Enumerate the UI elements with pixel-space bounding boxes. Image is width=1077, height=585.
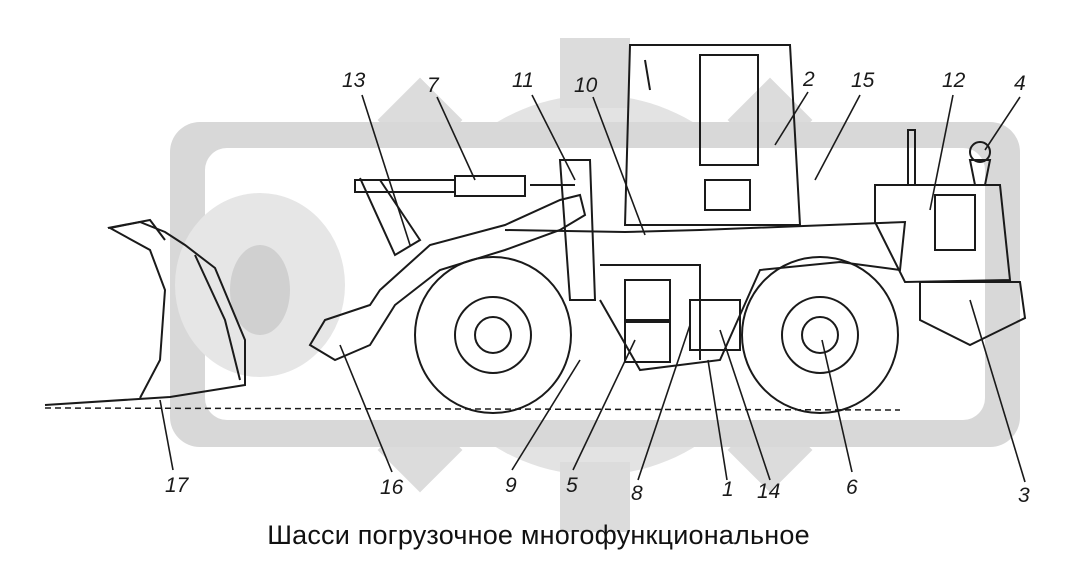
callout-12: 12 bbox=[942, 69, 966, 92]
callout-3: 3 bbox=[1018, 484, 1030, 507]
callout-13: 13 bbox=[342, 69, 366, 92]
callout-4: 4 bbox=[1014, 72, 1026, 95]
callout-11: 11 bbox=[512, 69, 534, 92]
callout-8: 8 bbox=[631, 482, 643, 505]
rear-wheel bbox=[741, 256, 899, 414]
callout-14: 14 bbox=[757, 480, 780, 503]
cab bbox=[623, 44, 802, 226]
callout-6: 6 bbox=[846, 476, 858, 499]
chassis-frame bbox=[504, 220, 907, 372]
callout-labels: 13 7 11 10 2 15 12 4 17 16 9 5 8 1 14 6 … bbox=[165, 68, 1030, 507]
callout-15: 15 bbox=[851, 69, 875, 92]
callout-10: 10 bbox=[574, 74, 598, 97]
lift-tower bbox=[558, 159, 597, 301]
counterweight bbox=[919, 281, 1027, 347]
callout-leaders bbox=[159, 91, 1026, 483]
lift-arm bbox=[308, 193, 587, 362]
diagram-caption: Шасси погрузочное многофункциональное bbox=[267, 520, 810, 550]
front-wheel bbox=[414, 256, 572, 414]
callout-1: 1 bbox=[722, 478, 734, 501]
callout-16: 16 bbox=[380, 476, 404, 499]
callout-5: 5 bbox=[566, 474, 578, 497]
callout-9: 9 bbox=[505, 474, 517, 497]
bucket bbox=[44, 220, 246, 406]
callout-2: 2 bbox=[802, 68, 815, 91]
callout-17: 17 bbox=[165, 474, 190, 497]
callout-7: 7 bbox=[427, 74, 440, 97]
